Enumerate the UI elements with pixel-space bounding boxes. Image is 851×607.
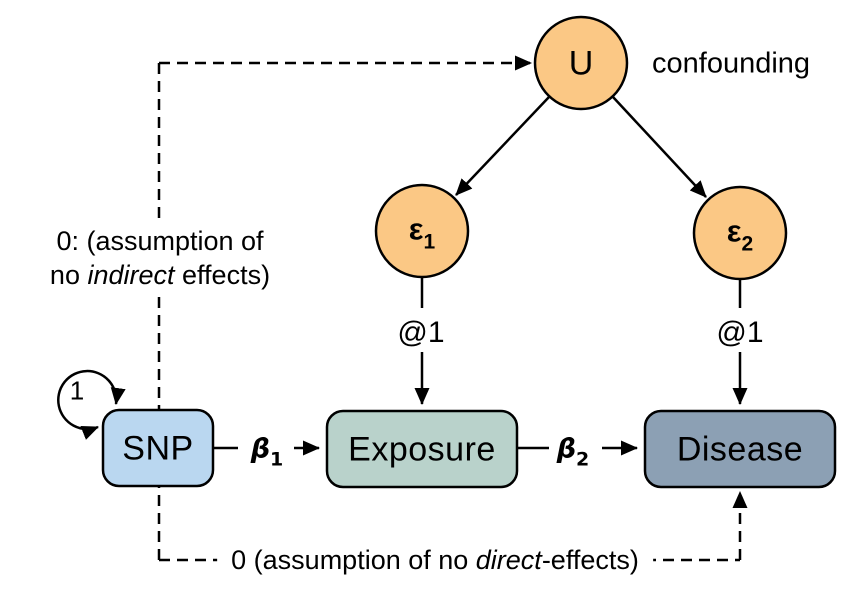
beta2-subscript: 2 — [576, 448, 590, 471]
beta2-label: β2 — [556, 433, 590, 471]
confounding-caption: confounding — [652, 47, 811, 80]
u-to-epsilon2-arrow — [612, 96, 707, 198]
epsilon1-circle — [374, 183, 470, 279]
beta2-symbol: β — [556, 433, 577, 465]
epsilon1-label: ε1 — [408, 211, 436, 254]
disease-box — [643, 409, 837, 489]
confounder-circle — [533, 15, 629, 111]
no-indirect-line1: 0: (assumption of — [56, 226, 264, 256]
snp-label: SNP — [122, 429, 194, 468]
no-indirect-line2-pre: no — [49, 260, 88, 290]
variance-loop-label: 1 — [69, 375, 85, 406]
confounder-label: U — [568, 44, 594, 83]
exposure-label: Exposure — [348, 430, 496, 469]
no-indirect-line2-post: effects) — [174, 260, 271, 290]
disease-label: Disease — [676, 430, 804, 469]
residual2-label: @1 — [716, 316, 764, 349]
exposure-box — [325, 409, 519, 489]
beta1-label: β1 — [250, 433, 284, 471]
beta1-symbol: β — [250, 433, 271, 465]
u-to-epsilon1-arrow — [455, 96, 550, 196]
no-indirect-line2: no indirect effects) — [18, 258, 302, 292]
no-direct-pre: 0 (assumption of no — [231, 545, 476, 575]
snp-box — [101, 408, 215, 488]
epsilon1-subscript: 1 — [423, 230, 436, 254]
beta1-subscript: 1 — [270, 448, 284, 471]
epsilon1-symbol: ε — [408, 211, 424, 247]
epsilon2-subscript: 2 — [741, 232, 754, 256]
no-direct-post: -effects) — [541, 545, 639, 575]
epsilon2-label: ε2 — [726, 213, 754, 256]
no-direct-italic: direct — [475, 545, 542, 575]
no-direct-annotation: 0 (assumption of no direct-effects) — [217, 541, 653, 579]
residual1-label: @1 — [397, 316, 445, 349]
epsilon2-symbol: ε — [726, 213, 742, 249]
epsilon2-circle — [692, 185, 788, 281]
snp-variance-loop — [57, 369, 126, 440]
no-indirect-annotation: 0: (assumption of no indirect effects) — [18, 222, 302, 294]
no-indirect-line2-italic: indirect — [87, 260, 175, 290]
